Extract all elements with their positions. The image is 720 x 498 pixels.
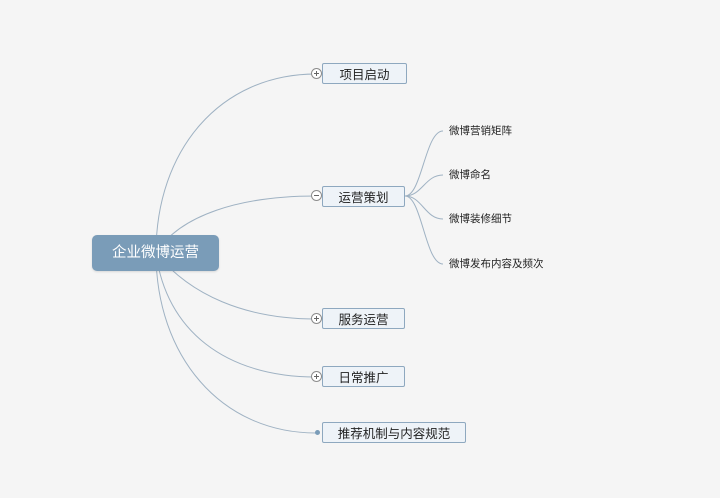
connector-daily-promotion [155, 252, 317, 378]
subtopic-weibo-post-frequency[interactable]: 微博发布内容及频次 [449, 258, 544, 270]
subtopic-weibo-decoration[interactable]: 微博装修细节 [449, 213, 512, 225]
collapse-toggle-icon[interactable] [311, 190, 322, 201]
topic-daily-promotion[interactable]: 日常推广 [322, 366, 405, 387]
topic-project-start[interactable]: 项目启动 [322, 63, 407, 84]
subtopic-weibo-matrix[interactable]: 微博营销矩阵 [449, 125, 512, 137]
root-topic[interactable]: 企业微博运营 [92, 235, 219, 271]
leaf-dot-icon [315, 430, 320, 435]
connector-sub-3 [404, 195, 444, 220]
topic-service-operation[interactable]: 服务运营 [322, 308, 405, 329]
expand-toggle-icon[interactable] [311, 313, 322, 324]
topic-operation-planning[interactable]: 运营策划 [322, 186, 405, 207]
expand-toggle-icon[interactable] [311, 68, 322, 79]
topic-recommendation-rules[interactable]: 推荐机制与内容规范 [322, 422, 466, 443]
connector-sub-4 [404, 195, 444, 265]
connector-project-start [155, 73, 317, 254]
connector-sub-1 [404, 130, 444, 197]
subtopic-weibo-naming[interactable]: 微博命名 [449, 169, 491, 181]
connector-sub-2 [404, 174, 444, 197]
expand-toggle-icon[interactable] [311, 371, 322, 382]
connector-recommendation [155, 252, 317, 434]
